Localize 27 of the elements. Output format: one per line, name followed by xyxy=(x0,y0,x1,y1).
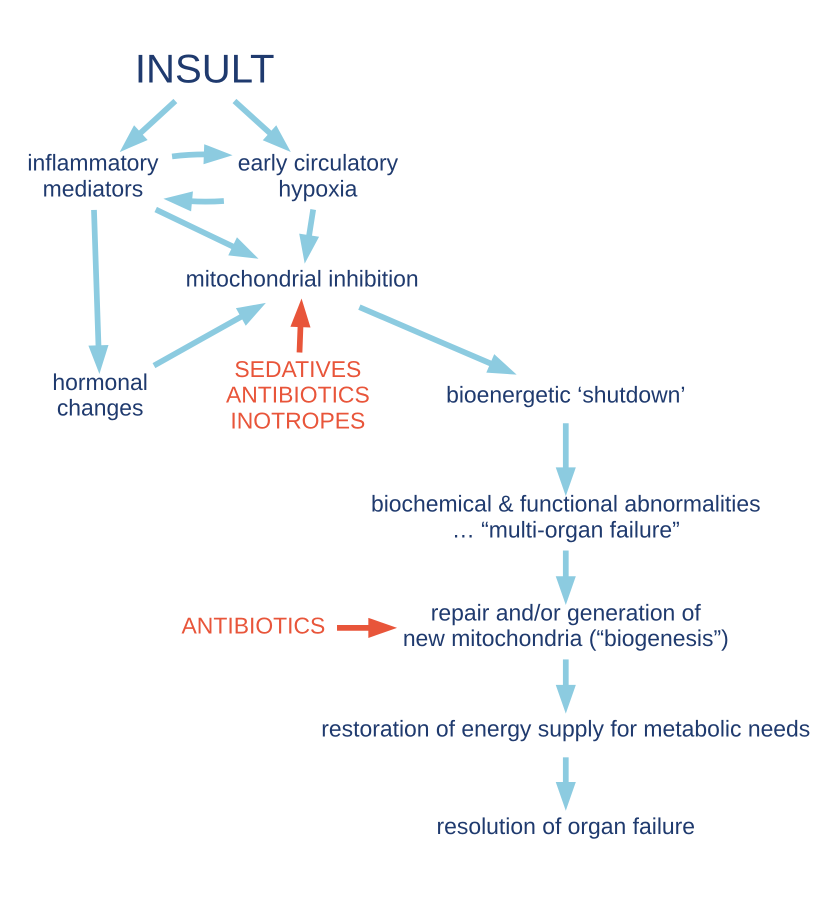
arrow xyxy=(299,208,320,264)
node-text: resolution of organ failure xyxy=(436,812,696,838)
node-text: biochemical & functional abnormalities … “multi-organ failure” xyxy=(370,490,761,542)
node-text: repair and/or generation of new mitochondria (“biogenesis”) xyxy=(402,598,729,651)
arrow xyxy=(232,98,291,152)
node-text: ANTIBIOTICS xyxy=(182,612,326,638)
arrow xyxy=(556,422,576,496)
node-text: hormonal changes xyxy=(52,368,148,420)
node-text: mitochondrial inhibition xyxy=(186,265,419,292)
arrow xyxy=(290,298,310,352)
node-text: early circulatory hypoxia xyxy=(238,149,398,201)
arrow xyxy=(556,550,576,604)
arrow xyxy=(120,98,178,152)
arrow xyxy=(172,144,233,164)
node-text: bioenergetic ‘shutdown’ xyxy=(446,381,686,408)
arrow xyxy=(556,756,576,810)
node-text: inflammatory mediators xyxy=(27,149,159,201)
arrow xyxy=(163,190,224,211)
arrow xyxy=(152,302,266,368)
node-text: INSULT xyxy=(134,47,275,92)
arrow xyxy=(88,209,108,374)
arrow xyxy=(358,304,517,374)
node-text: SEDATIVES ANTIBIOTICS INOTROPES xyxy=(226,355,370,433)
arrow xyxy=(154,206,258,258)
node-text: restoration of energy supply for metabolic needs xyxy=(321,714,810,741)
arrow xyxy=(337,617,398,638)
arrow xyxy=(556,658,576,714)
